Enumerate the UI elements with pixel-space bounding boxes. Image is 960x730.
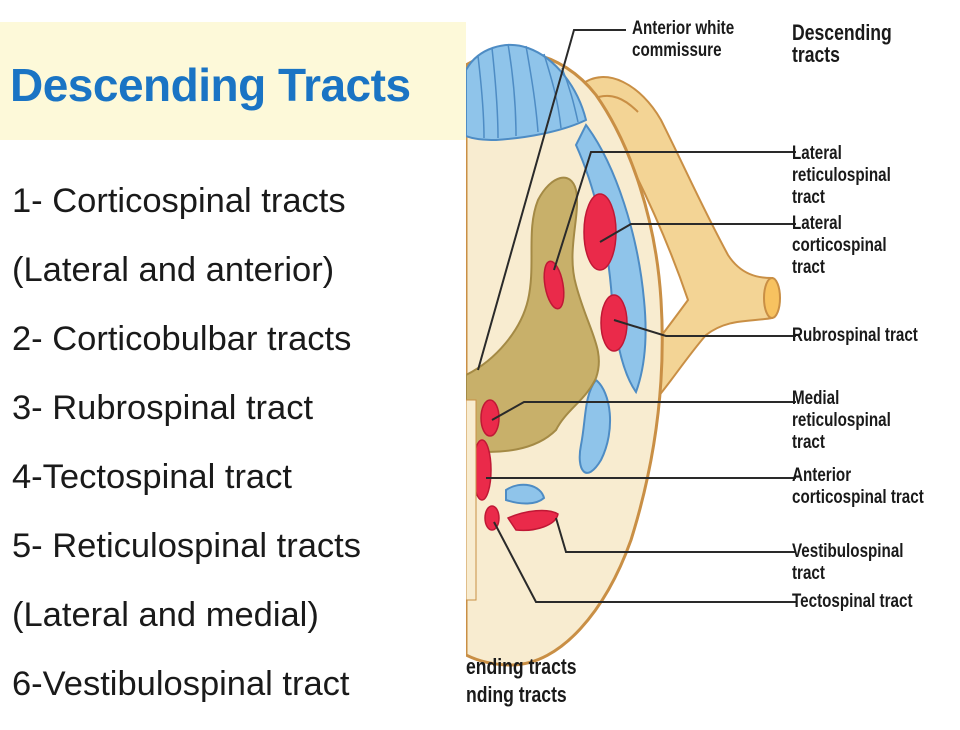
list-item: 6-Vestibulospinal tract (12, 665, 350, 703)
figure-header: Descending tracts (792, 20, 892, 67)
ascending-ventral-band (505, 483, 546, 505)
leader-lines (477, 29, 796, 603)
title-box (0, 22, 466, 140)
nerve-root (580, 76, 773, 432)
list-item: 5- Reticulospinal tracts (12, 527, 361, 565)
spinal-cord-illustration (466, 29, 796, 667)
label-tectospinal: Tectospinal tract (792, 591, 913, 612)
dorsal-column-stripes (477, 43, 579, 139)
midline-strip (466, 399, 477, 601)
grey-matter (466, 176, 600, 453)
list-item: 4-Tectospinal tract (12, 458, 292, 496)
nerve-root-cut-end (763, 277, 781, 319)
label-anterior-white-commissure: Anterior white commissure (632, 18, 735, 61)
medial-reticulospinal-tract (480, 399, 500, 437)
label-medial-reticulospinal: Medial reticulospinal tract (792, 388, 891, 453)
legend-fragment-ascending: nding tracts (466, 682, 567, 707)
legend-fragment-descending: ending tracts (466, 654, 577, 679)
label-rubrospinal: Rubrospinal tract (792, 325, 918, 346)
ascending-dorsal-column (466, 44, 588, 142)
list-item: 3- Rubrospinal tract (12, 389, 314, 427)
ascending-anterolateral-band (578, 378, 612, 474)
vestibulospinal-tract (506, 509, 559, 532)
label-lateral-reticulospinal: Lateral reticulospinal tract (792, 143, 891, 208)
spinal-cord-figure: Anterior white commissure Descending tra… (466, 0, 960, 720)
list-item: (Lateral and anterior) (12, 251, 335, 289)
lateral-reticulospinal-tract (543, 260, 565, 310)
slide-title: Descending Tracts (10, 59, 411, 111)
descending-tracts (472, 193, 628, 532)
list-item: 2- Corticobulbar tracts (12, 320, 352, 358)
list-item: (Lateral and medial) (12, 596, 319, 634)
label-anterior-corticospinal: Anterior corticospinal tract (792, 465, 924, 508)
list-item: 1- Corticospinal tracts (12, 182, 346, 220)
lateral-corticospinal-tract (583, 193, 617, 271)
label-lateral-corticospinal: Lateral corticospinal tract (792, 213, 887, 278)
label-vestibulospinal: Vestibulospinal tract (792, 541, 904, 584)
tract-list: 1- Corticospinal tracts (Lateral and ant… (12, 178, 462, 730)
